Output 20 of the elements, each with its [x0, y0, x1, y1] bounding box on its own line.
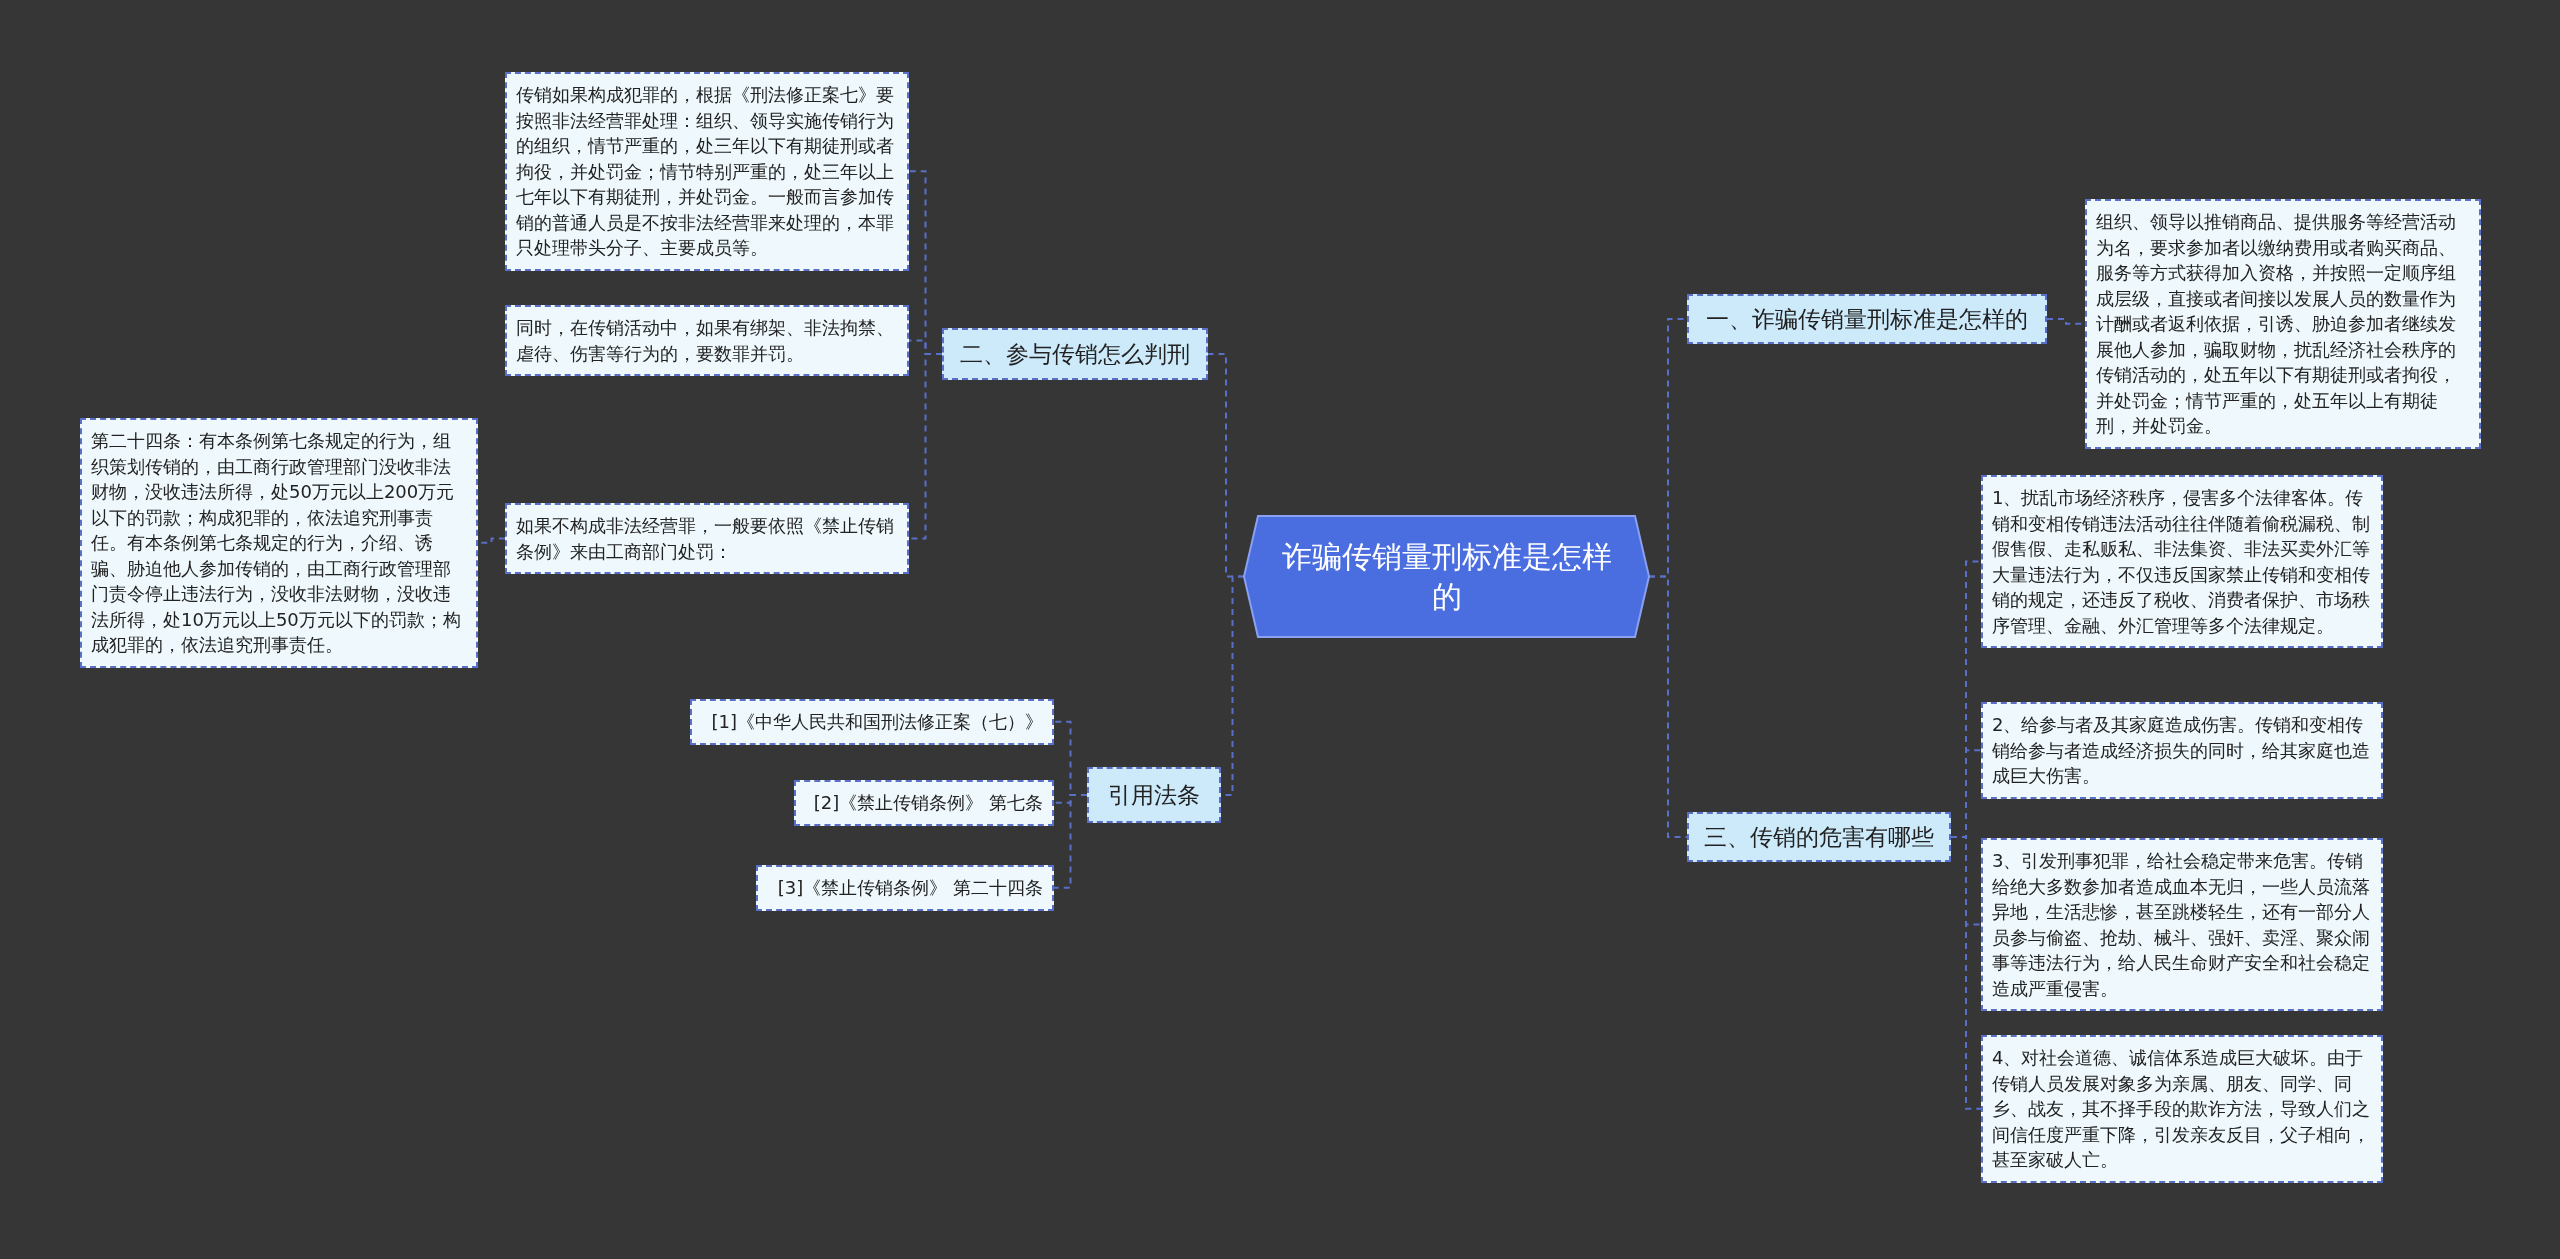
topic-box: 一、诈骗传销量刑标准是怎样的	[1687, 294, 2047, 344]
note-box: 传销如果构成犯罪的，根据《刑法修正案七》要按照非法经营罪处理：组织、领导实施传销行为的组织，情节严重的，处三年以下有期徒刑或者拘役，并处罚金；情节特别严重的，处三年以上七年以下有期徒刑，并处罚金。一般而言参加传销的普通人员是不按非法经营罪来处理的，本罪只处理带头分子、主要成员等。	[505, 72, 909, 271]
note-box: 第二十四条：有本条例第七条规定的行为，组织策划传销的，由工商行政管理部门没收非法财物，没收违法所得，处50万元以上200万元以下的罚款；构成犯罪的，依法追究刑事责任。有本条例第七条规定的行为，介绍、诱骗、胁迫他人参加传销的，由工商行政管理部门责令停止违法行为，没收非法财物，没收违法所得，处10万元以上50万元以下的罚款；构成犯罪的，依法追究刑事责任。	[80, 418, 478, 668]
reference-box: [2]《禁止传销条例》 第七条	[794, 780, 1054, 826]
topic-box: 三、传销的危害有哪些	[1687, 812, 1951, 862]
connector-line	[1950, 836, 1982, 1110]
connector-line	[1648, 575, 1688, 838]
topic-box: 二、参与传销怎么判刑	[942, 328, 1208, 380]
note-box: 组织、领导以推销商品、提供服务等经营活动为名，要求参加者以缴纳费用或者购买商品、服务等方式获得加入资格，并按照一定顺序组成层级，直接或者间接以发展人员的数量作为计酬或者返利依据，引诱、胁迫参加者继续发展他人参加，骗取财物，扰乱经济社会秩序的传销活动的，处五年以下有期徒刑或者拘役，并处罚金；情节严重的，处五年以上有期徒刑，并处罚金。	[2085, 199, 2481, 449]
note-box: 2、给参与者及其家庭造成伤害。传销和变相传销给参与者造成经济损失的同时，给其家庭也造成巨大伤害。	[1981, 702, 2383, 799]
note-box: 1、扰乱市场经济秩序，侵害多个法律客体。传销和变相传销违法活动往往伴随着偷税漏税、制假售假、走私贩私、非法集资、非法买卖外汇等大量违法行为，不仅违反国家禁止传销和变相传销的规定，还违反了税收、消费者保护、市场秩序管理、金融、外汇管理等多个法律规定。	[1981, 475, 2383, 648]
topic-box: 引用法条	[1087, 767, 1221, 823]
reference-box: [1]《中华人民共和国刑法修正案（七）》	[690, 699, 1054, 745]
note-box: 如果不构成非法经营罪，一般要依照《禁止传销条例》来由工商部门处罚：	[505, 503, 909, 574]
reference-box: [3]《禁止传销条例》 第二十四条	[756, 865, 1054, 911]
note-box: 4、对社会道德、诚信体系造成巨大破坏。由于传销人员发展对象多为亲属、朋友、同学、同乡、战友，其不择手段的欺诈方法，导致人们之间信任度严重下降，引发亲友反目，父子相向，甚至家破人亡。	[1981, 1035, 2383, 1183]
note-box: 同时，在传销活动中，如果有绑架、非法拘禁、虐待、伤害等行为的，要数罪并罚。	[505, 305, 909, 376]
central-topic: 诈骗传销量刑标准是怎样的	[1244, 516, 1649, 637]
note-box: 3、引发刑事犯罪，给社会稳定带来危害。传销给绝大多数参加者造成血本无归，一些人员流落异地，生活悲惨，甚至跳楼轻生，还有一部分人员参与偷盗、抢劫、械斗、强奸、卖淫、聚众闹事等违法行为，给人民生命财产安全和社会稳定造成严重侵害。	[1981, 838, 2383, 1011]
connector-line	[1053, 794, 1088, 889]
